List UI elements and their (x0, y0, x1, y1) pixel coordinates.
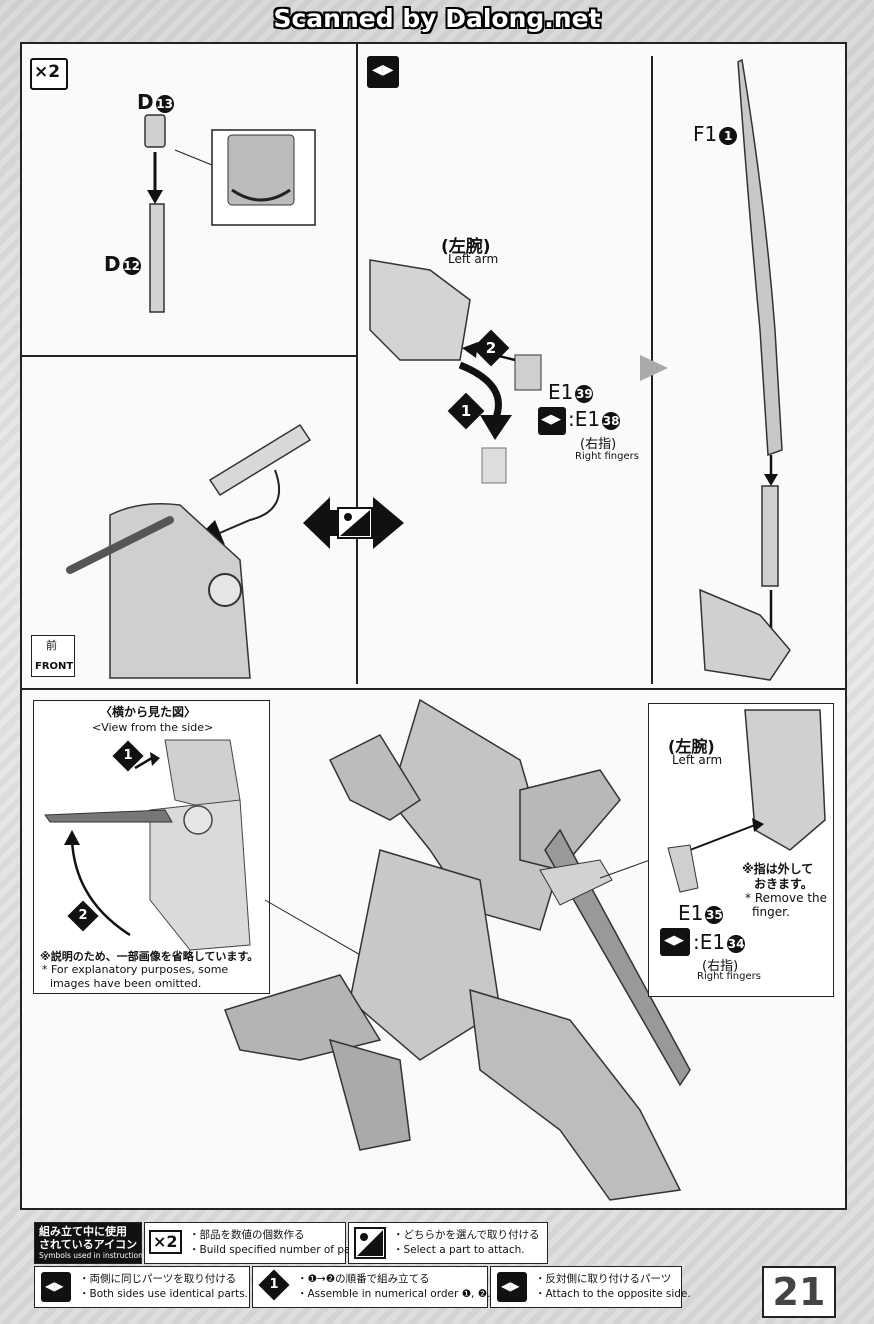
symbol-legend: 組み立て中に使用 されているアイコン Symbols used in instr… (34, 1222, 691, 1308)
legend-order-icon: 1 (258, 1269, 290, 1301)
remove-finger-note-en-2: finger. (752, 905, 790, 919)
legend-order: 1 ・❶→❷の順番で組み立てる ・Assemble in numerical o… (252, 1266, 497, 1308)
side-view-title-en: <View from the side> (92, 721, 214, 734)
remove-finger-note-en-1: * Remove the (745, 891, 828, 905)
legend-multiplier: ×2 ・部品を数値の個数作る ・Build specified number o… (144, 1222, 368, 1264)
side-view-title-jp: 〈横から見た図〉 (100, 705, 197, 719)
right-fingers-jp: (右指) (580, 437, 617, 452)
omission-note-jp: ※説明のため、一部画像を省略しています。 (40, 950, 259, 963)
scan-watermark: Scanned by Dalong.net (273, 4, 601, 33)
both-sides-icon: ◀▶ (367, 56, 399, 88)
legend-title: 組み立て中に使用 されているアイコン Symbols used in instr… (34, 1222, 147, 1264)
legend-both-sides: ◀▶ ・両側に同じパーツを取り付ける ・Both sides use ident… (34, 1266, 250, 1308)
left-arm-label-jp: (左腕) (441, 237, 491, 257)
inset-opposite-side-icon: ◀▶ (660, 928, 690, 956)
select-part-icon (354, 1227, 386, 1259)
legend-opposite: ◀▶ ・反対側に取り付けるパーツ ・Attach to the opposite… (490, 1266, 691, 1308)
front-badge: 前 FRONT (31, 635, 75, 677)
page-number: 21 (762, 1266, 836, 1318)
remove-finger-note-jp-1: ※指は外して (742, 862, 814, 876)
omission-note-en-2: images have been omitted. (50, 977, 202, 990)
remove-finger-note-jp-2: おきます。 (754, 877, 813, 891)
divider-panel1 (22, 355, 356, 357)
opposite-side-icon: ◀▶ (538, 407, 566, 435)
left-arm-label-en: Left arm (448, 252, 499, 266)
inset-left-arm-jp: (左腕) (668, 737, 715, 756)
inset-right-fingers-en: Right fingers (697, 971, 761, 982)
legend-both-sides-icon: ◀▶ (41, 1272, 71, 1302)
divider-left (356, 44, 358, 684)
right-fingers-en: Right fingers (575, 451, 639, 462)
inset-left-arm-en: Left arm (672, 753, 723, 767)
legend-opposite-icon: ◀▶ (497, 1272, 527, 1302)
omission-note-en-1: * For explanatory purposes, some (42, 963, 229, 976)
legend-select: ・どちらかを選んで取り付ける ・Select a part to attach. (348, 1222, 548, 1264)
multiplier-badge: ×2 (30, 58, 68, 90)
inset-right-fingers-jp: (右指) (702, 959, 739, 974)
